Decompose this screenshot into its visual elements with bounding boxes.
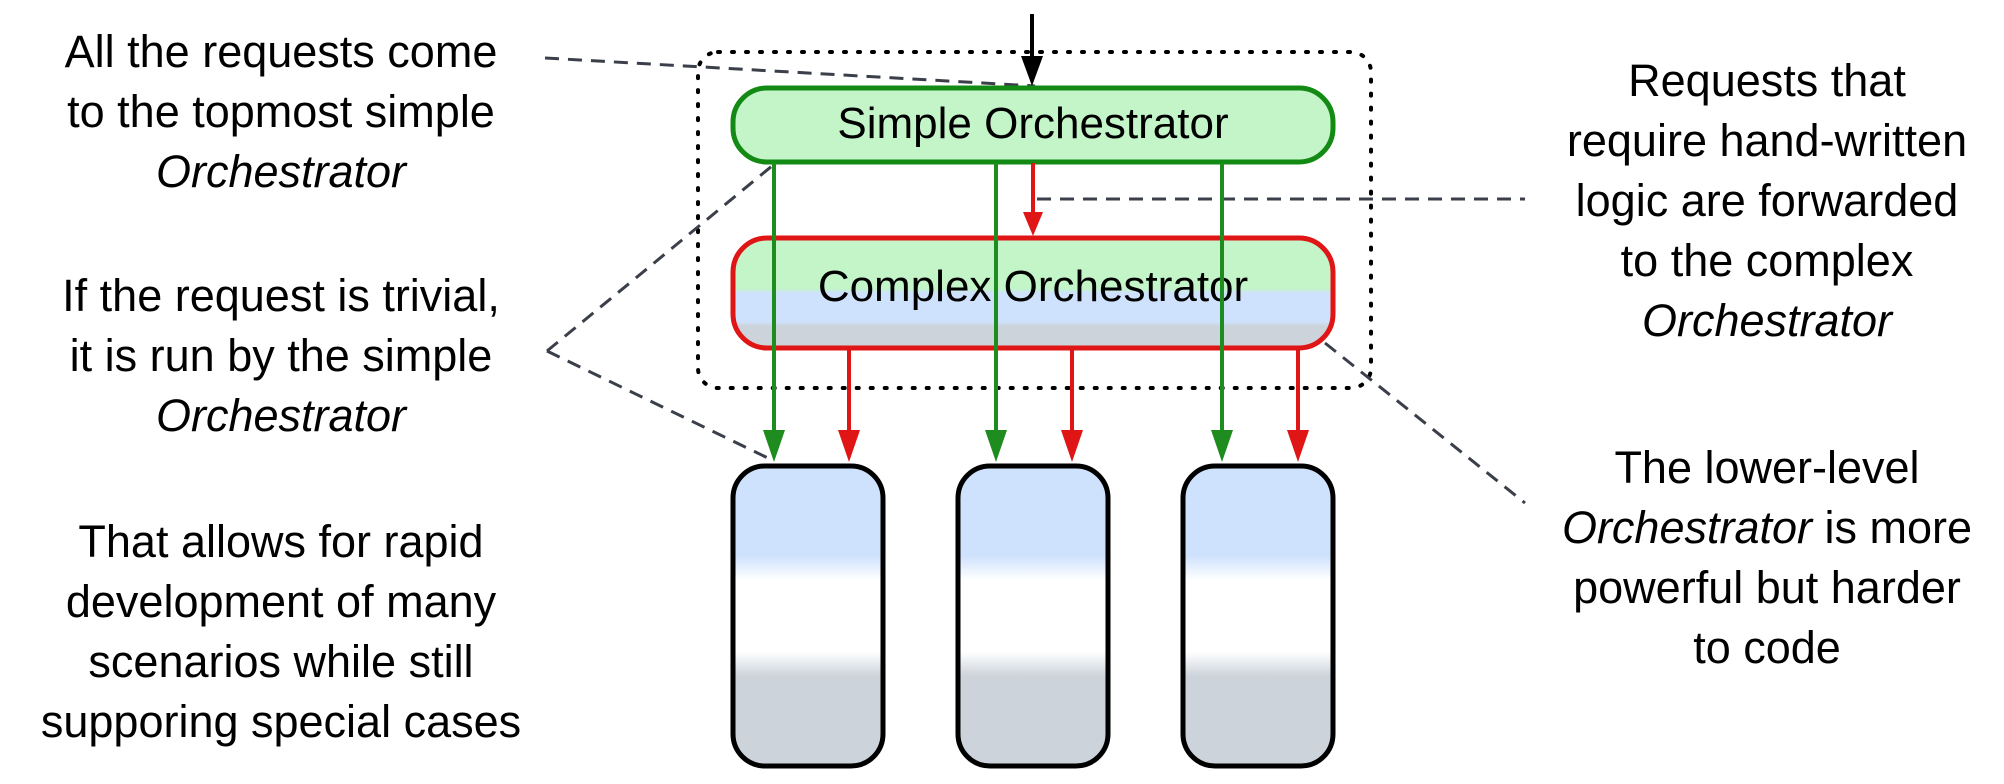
service-box-2[interactable] <box>955 463 1111 769</box>
annotation-rapid-line-1: That allows for rapid <box>78 516 484 567</box>
annotation-forwarded: Requests that require hand-written logic… <box>1530 51 2004 351</box>
service-box-1[interactable] <box>730 463 886 769</box>
annotation-lower-level-line-3: powerful but harder <box>1573 562 1961 613</box>
green-arrowhead-service-1 <box>763 430 785 462</box>
green-arrowhead-service-2 <box>985 430 1007 462</box>
annotation-requests-line-2: to the topmost simple <box>67 86 495 137</box>
annotation-rapid-development: That allows for rapid development of man… <box>0 512 562 752</box>
annotation-lower-level-orchestrator: Orchestrator <box>1561 502 1813 553</box>
annotation-trivial-line-1: If the request is trivial, <box>62 270 500 321</box>
red-arrowhead-service-1 <box>838 430 860 462</box>
annotation-lower-level-is-more: is more <box>1812 502 1973 553</box>
incoming-request-arrowhead <box>1021 56 1043 86</box>
annotation-lower-level-line-4: to code <box>1693 622 1841 673</box>
annotation-trivial-line-3: Orchestrator <box>155 390 407 441</box>
leader-line-trivial-lower <box>546 349 773 462</box>
annotation-forwarded-line-3: logic are forwarded <box>1575 175 1959 226</box>
annotation-requests: All the requests come to the topmost sim… <box>0 22 562 202</box>
red-arrowhead-service-2 <box>1061 430 1083 462</box>
annotation-rapid-line-2: development of many <box>65 576 497 627</box>
leader-lines <box>544 56 1526 505</box>
simple-orchestrator-label: Simple Orchestrator <box>837 99 1228 148</box>
red-arrows-complex-to-services <box>838 349 1309 462</box>
forward-arrow-simple-to-complex <box>1023 163 1043 236</box>
annotation-forwarded-line-2: require hand-written <box>1566 115 1968 166</box>
complex-orchestrator[interactable]: Complex Orchestrator <box>730 235 1336 351</box>
green-arrowhead-service-3 <box>1211 430 1233 462</box>
annotation-forwarded-line-1: Requests that <box>1628 55 1906 106</box>
green-arrows-simple-to-services <box>763 163 1233 462</box>
orchestrator-group-boundary <box>696 50 1373 390</box>
red-arrowhead-service-3 <box>1287 430 1309 462</box>
annotation-forwarded-line-5: Orchestrator <box>1641 295 1893 346</box>
simple-orchestrator[interactable]: Simple Orchestrator <box>730 85 1336 165</box>
annotation-requests-line-1: All the requests come <box>64 26 498 77</box>
annotation-trivial: If the request is trivial, it is run by … <box>0 266 562 446</box>
leader-line-requests <box>544 56 1036 88</box>
annotation-forwarded-line-4: to the complex <box>1620 235 1914 286</box>
complex-orchestrator-label: Complex Orchestrator <box>818 262 1248 311</box>
annotation-trivial-line-2: it is run by the simple <box>69 330 493 381</box>
annotation-lower-level-line-1: The lower-level <box>1614 442 1920 493</box>
annotation-requests-line-3: Orchestrator <box>155 146 407 197</box>
annotation-lower-level: The lower-level Orchestrator is more pow… <box>1530 438 2004 678</box>
complex-orchestrator-box <box>730 235 1336 351</box>
annotation-rapid-line-4: supporing special cases <box>40 696 522 747</box>
annotation-lower-level-line-2: Orchestrator is more <box>1530 498 2004 558</box>
annotation-rapid-line-3: scenarios while still <box>88 636 474 687</box>
service-box-3[interactable] <box>1180 463 1336 769</box>
simple-orchestrator-box <box>730 85 1336 165</box>
leader-line-trivial-upper <box>546 164 773 353</box>
leader-line-lower-level <box>1324 341 1526 505</box>
